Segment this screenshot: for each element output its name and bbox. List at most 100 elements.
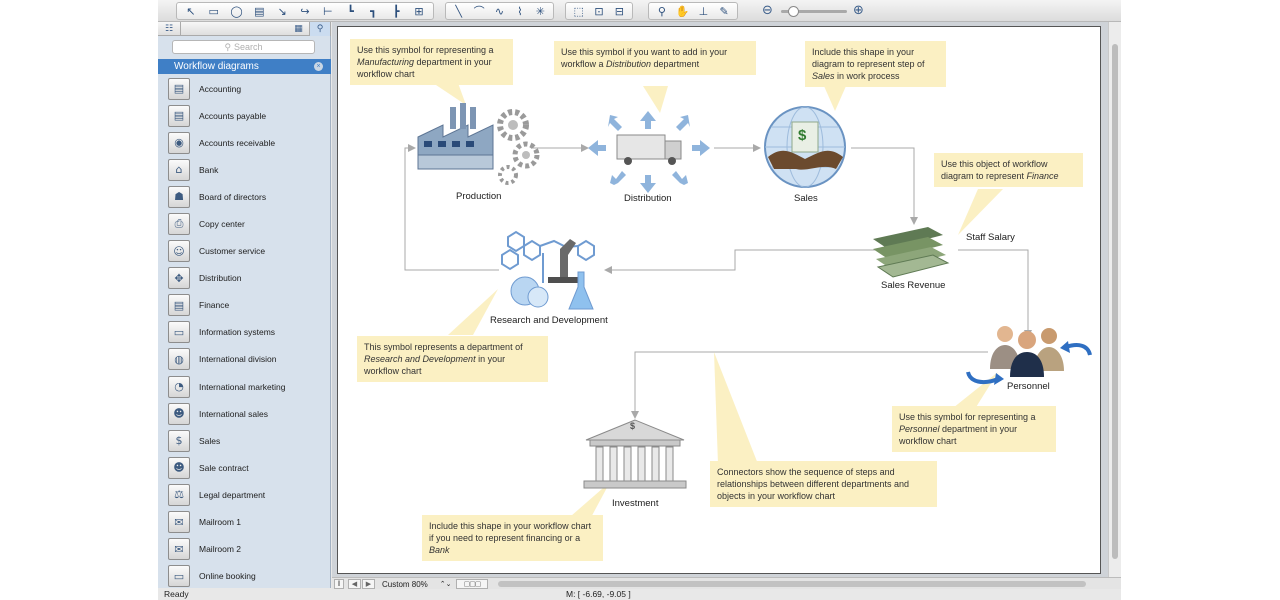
diagram-page[interactable]: $ $ Production Distribution Sales Staff …	[337, 26, 1101, 574]
arrange-icon[interactable]: ⊟	[614, 4, 624, 18]
callout-text: department	[651, 59, 700, 69]
vertical-scrollbar[interactable]	[1108, 22, 1121, 577]
library-item[interactable]: ⌂Bank	[158, 156, 331, 183]
bezier-icon[interactable]: ∿	[494, 4, 505, 18]
callout-text: department in your workflow chart	[357, 57, 492, 79]
library-item[interactable]: ▤Accounting	[158, 75, 331, 102]
grid-view-icon[interactable]: ▦	[288, 22, 310, 36]
library-item[interactable]: ▭ Information systems	[158, 319, 331, 346]
investment-shape	[583, 419, 687, 489]
close-icon[interactable]: ×	[314, 62, 323, 71]
library-item[interactable]: ▤Finance	[158, 292, 331, 319]
canvas-area[interactable]: $ $ Production Distribution Sales Staff …	[332, 22, 1121, 577]
search-icon: ⚲	[224, 41, 232, 52]
library-item[interactable]: ☻International sales	[158, 400, 331, 427]
callout-emphasis: Finance	[1026, 171, 1059, 181]
library-item-label: Accounting	[199, 83, 242, 94]
callout-bank[interactable]: Include this shape in your workflow char…	[422, 515, 603, 561]
tree-connector-icon[interactable]: ⊢	[322, 4, 333, 18]
horizontal-scrollbar[interactable]	[498, 581, 1086, 587]
callout-research[interactable]: This symbol represents a department of R…	[357, 336, 548, 382]
library-item[interactable]: ◍International division	[158, 346, 331, 373]
spline-icon[interactable]: ✳	[535, 4, 545, 18]
arc-icon[interactable]: ⌒	[473, 5, 485, 18]
library-item[interactable]: ✉Mailroom 1	[158, 509, 331, 536]
page-navigation-bar: ‖ ◀ ▶ Custom 80% ⌃⌄ ▢▢▢	[332, 577, 1121, 589]
callout-pointer	[958, 189, 1003, 235]
group-icon[interactable]: ⬚	[573, 4, 584, 18]
search-input[interactable]: ⚲ Search	[172, 40, 315, 54]
library-item-icon: ▭	[168, 321, 190, 344]
library-item[interactable]: ☻Sale contract	[158, 454, 331, 481]
production-shape	[417, 103, 540, 185]
text-icon[interactable]: ▤	[254, 4, 265, 18]
library-header[interactable]: Workflow diagrams ×	[158, 59, 331, 74]
ungroup-icon[interactable]: ⊡	[594, 4, 604, 18]
rectangle-icon[interactable]: ▭	[208, 4, 219, 18]
library-item-label: Sale contract	[199, 462, 249, 473]
callout-finance[interactable]: Use this object of workflow diagram to r…	[934, 153, 1083, 187]
library-item[interactable]: $Sales	[158, 427, 331, 454]
zoom-out-icon[interactable]: ⊖	[762, 3, 773, 18]
library-item[interactable]: ☺Customer service	[158, 238, 331, 265]
smart-connector-icon[interactable]: ┓	[370, 4, 377, 18]
callout-connectors[interactable]: Connectors show the sequence of steps an…	[710, 461, 937, 507]
library-title: Workflow diagrams	[174, 61, 259, 72]
library-item-label: Customer service	[199, 246, 266, 257]
libraries-tab-icon[interactable]: ☷	[158, 22, 181, 36]
staff-salary-label: Staff Salary	[966, 232, 1015, 243]
ellipse-icon[interactable]: ◯	[230, 4, 243, 18]
polyline-icon[interactable]: ⌇	[517, 4, 523, 18]
pointer-icon[interactable]: ↖	[186, 4, 196, 18]
hand-icon[interactable]: ✋	[675, 4, 690, 18]
callout-personnel[interactable]: Use this symbol for representing a Perso…	[892, 406, 1056, 452]
library-item[interactable]: ▭Online booking	[158, 563, 331, 588]
production-label: Production	[456, 191, 502, 202]
curved-connector-icon[interactable]: ↪	[300, 4, 310, 18]
connector-sales-salary	[851, 147, 918, 225]
library-item-label: Mailroom 2	[199, 544, 242, 555]
next-page-icon[interactable]: ▶	[362, 579, 375, 589]
zoom-tool-icon[interactable]: ⚲	[657, 4, 666, 18]
library-item-label: Information systems	[199, 327, 276, 338]
library-item[interactable]: ▤Accounts payable	[158, 102, 331, 129]
library-item[interactable]: ☗Board of directors	[158, 183, 331, 210]
connector-icon[interactable]: ↘	[277, 4, 287, 18]
vertical-scroll-thumb[interactable]	[1112, 44, 1118, 559]
library-item-icon: ⌂	[168, 158, 190, 181]
callout-distribution[interactable]: Use this symbol if you want to add in yo…	[554, 41, 756, 75]
zoom-in-icon[interactable]: ⊕	[853, 3, 864, 18]
zoom-select[interactable]: Custom 80% ⌃⌄	[378, 579, 454, 589]
personnel-shape	[966, 326, 1092, 385]
line-icon[interactable]: ╲	[455, 4, 463, 18]
search-placeholder: Search	[234, 42, 263, 52]
library-item[interactable]: ✉ Mailroom 2	[158, 536, 331, 563]
callout-pointer	[824, 86, 846, 111]
library-item[interactable]: ◉Accounts receivable	[158, 129, 331, 156]
orthogonal-connector-icon[interactable]: ┗	[347, 4, 354, 18]
library-item[interactable]: ✥Distribution	[158, 265, 331, 292]
library-item[interactable]: ⎙Copy center	[158, 210, 331, 237]
library-item-icon: ⎙	[168, 213, 190, 236]
prev-page-icon[interactable]: ◀	[348, 579, 361, 589]
pause-icon[interactable]: ‖	[334, 579, 344, 589]
callout-manufacturing[interactable]: Use this symbol for representing a Manuf…	[350, 39, 513, 85]
zoom-slider-knob[interactable]	[787, 6, 799, 17]
library-item-icon: ⚖	[168, 483, 190, 506]
callout-pointer	[433, 83, 466, 105]
insert-icon[interactable]: ⊞	[414, 4, 424, 18]
toolbar: ↖ ▭ ◯ ▤ ↘ ↪ ⊢ ┗ ┓ ┣ ⊞ ╲ ⌒ ∿ ⌇ ✳ ⬚ ⊡ ⊟ ⚲ ✋ ⊥ ✎ ⊖ ⊕	[158, 0, 1121, 22]
page-view-buttons[interactable]: ▢▢▢	[456, 579, 488, 589]
eyedropper-icon[interactable]: ✎	[719, 4, 729, 18]
zoom-slider[interactable]	[781, 6, 847, 17]
library-item-icon: ☻	[168, 402, 190, 425]
library-item[interactable]: ⚖Legal department	[158, 481, 331, 508]
stamp-icon[interactable]: ⊥	[698, 4, 709, 18]
callout-pointer	[448, 289, 498, 335]
library-item[interactable]: ◔International marketing	[158, 373, 331, 400]
app-window: ↖ ▭ ◯ ▤ ↘ ↪ ⊢ ┗ ┓ ┣ ⊞ ╲ ⌒ ∿ ⌇ ✳ ⬚ ⊡ ⊟ ⚲ ✋ ⊥ ✎ ⊖ ⊕ ☷ ▦ ⚲ ⚲ S…	[158, 0, 1121, 600]
connector-menu-icon[interactable]: ┣	[392, 4, 400, 18]
callout-sales[interactable]: Include this shape in your diagram to re…	[805, 41, 946, 87]
library-item-icon: ✉	[168, 538, 190, 561]
search-tab-icon[interactable]: ⚲	[310, 22, 331, 36]
